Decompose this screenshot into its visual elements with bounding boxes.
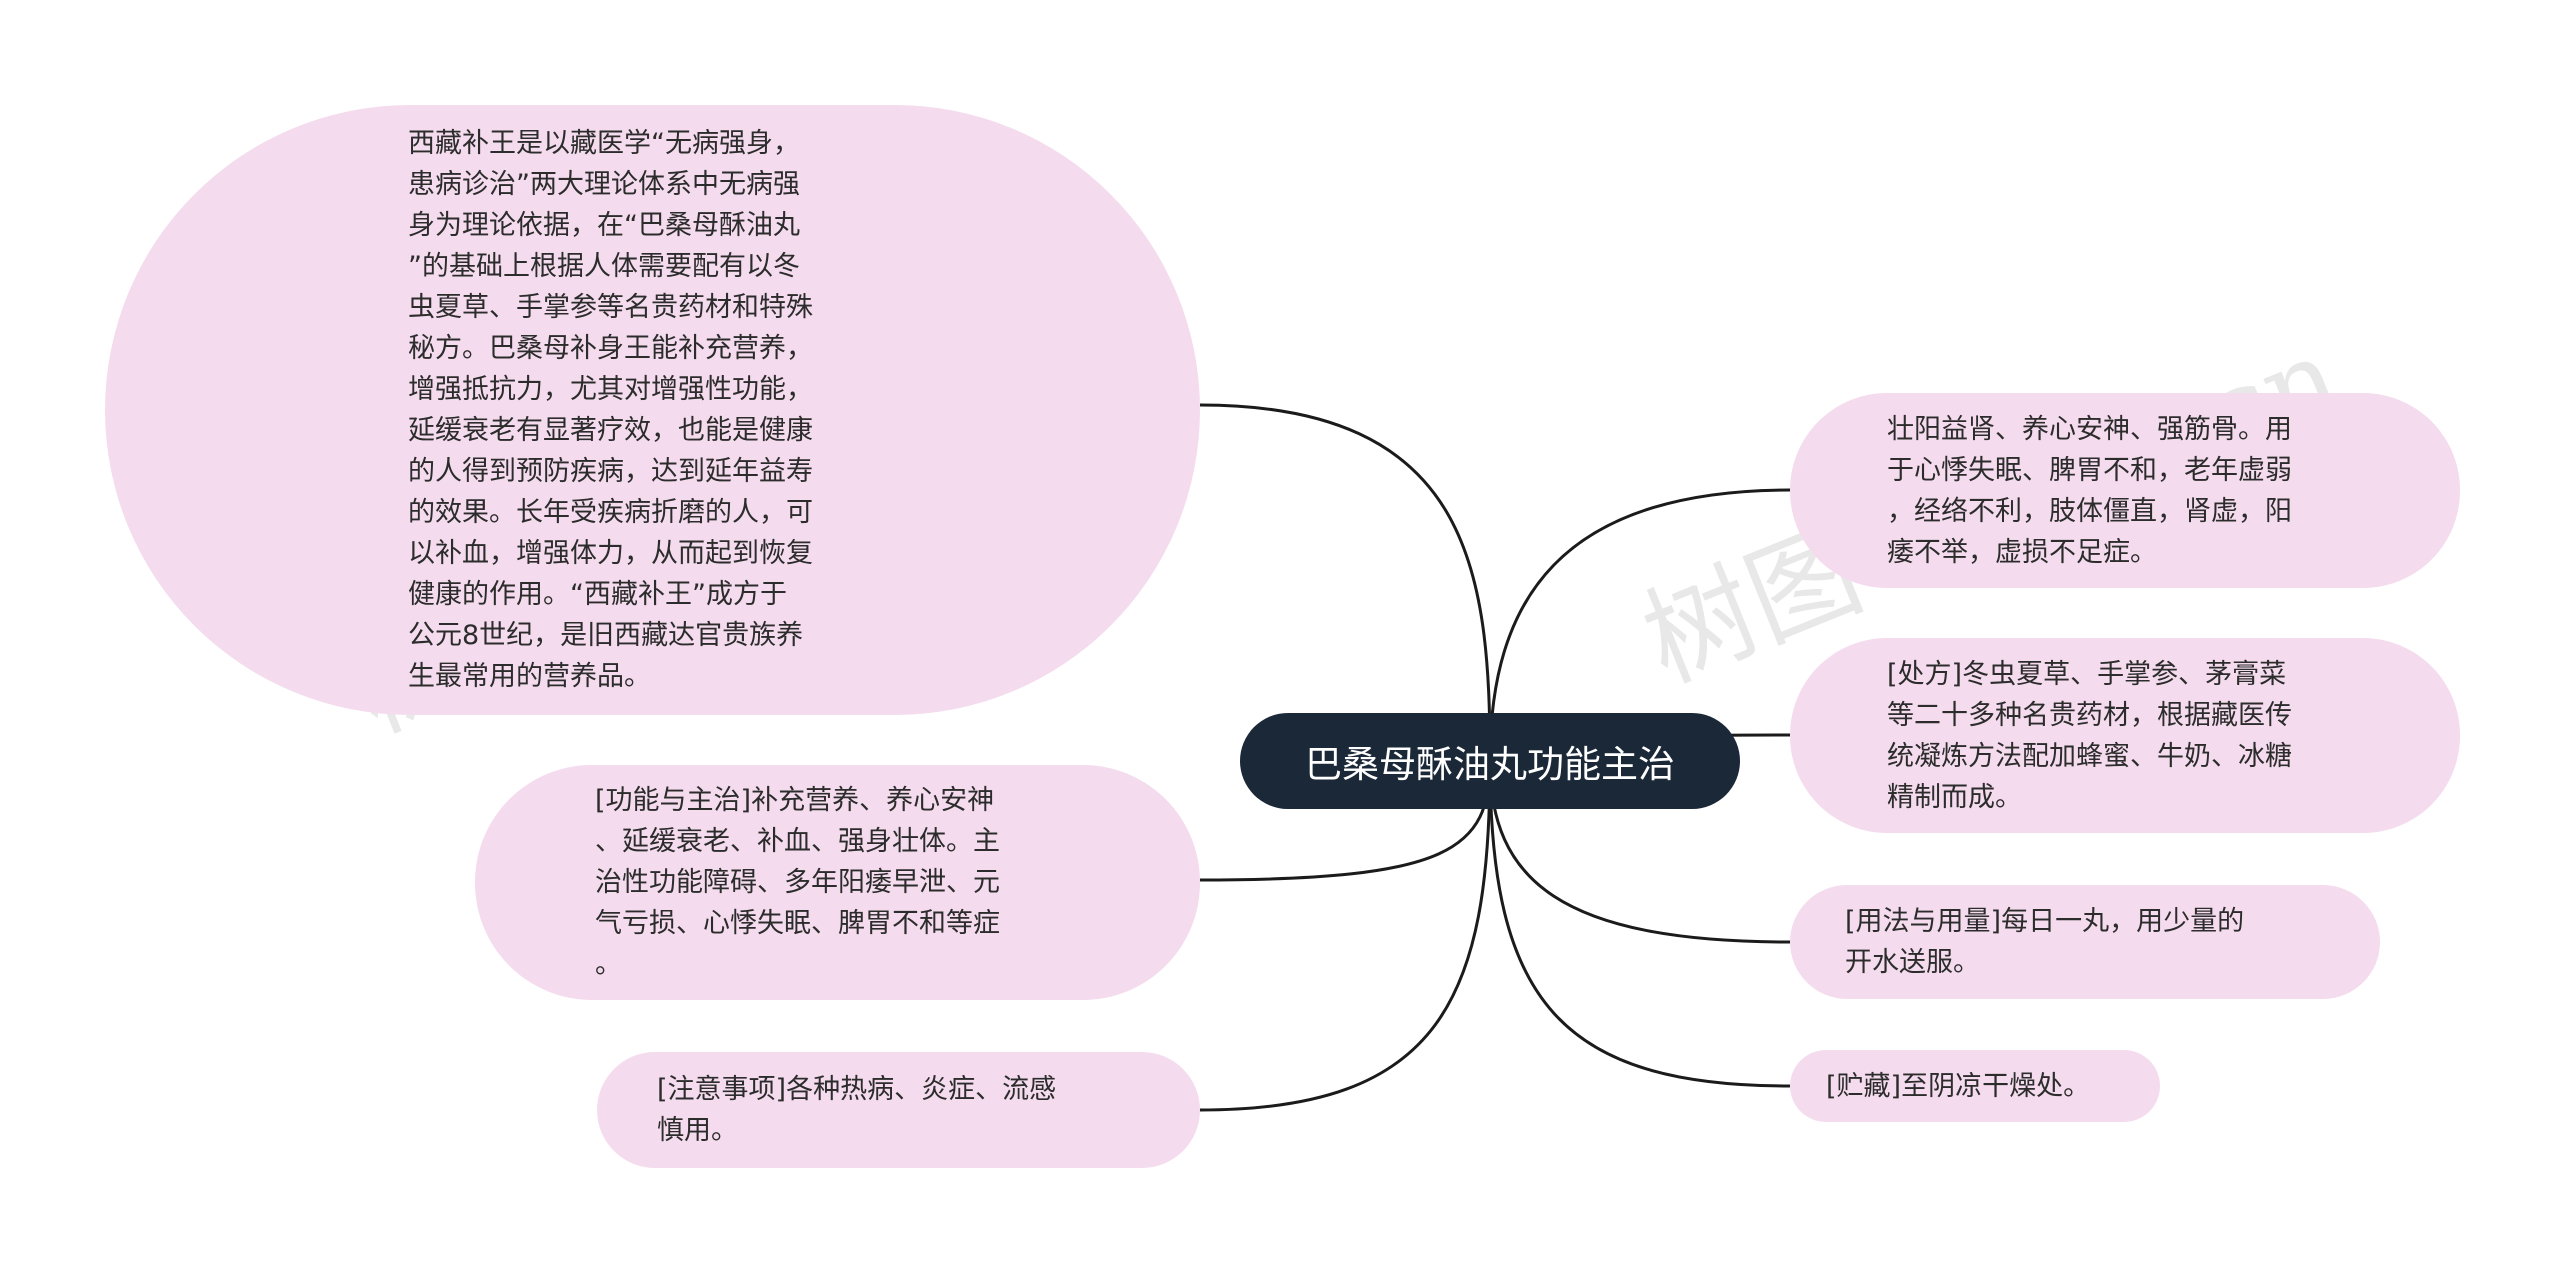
right-node-1[interactable]: 壮阳益肾、养心安神、强筋骨。用 于心悸失眠、脾胃不和，老年虚弱 ，经络不利，肢体…: [1790, 393, 2460, 588]
left-node-2-text: [功能与主治]补充营养、养心安神 、延缓衰老、补血、强身壮体。主 治性功能障碍、…: [595, 785, 1000, 980]
left-node-1-text: 西藏补王是以藏医学“无病强身， 患病诊治”两大理论体系中无病强 身为理论依据，在…: [408, 128, 813, 692]
right-node-3[interactable]: [用法与用量]每日一丸，用少量的 开水送服。: [1790, 885, 2380, 999]
right-node-2-text: [处方]冬虫夏草、手掌参、茅膏菜 等二十多种名贵药材，根据藏医传 统凝炼方法配加…: [1887, 658, 2292, 813]
left-node-1[interactable]: 西藏补王是以藏医学“无病强身， 患病诊治”两大理论体系中无病强 身为理论依据，在…: [105, 105, 1200, 715]
right-node-2[interactable]: [处方]冬虫夏草、手掌参、茅膏菜 等二十多种名贵药材，根据藏医传 统凝炼方法配加…: [1790, 638, 2460, 833]
connector-to-right-node-1: [1488, 488, 1791, 762]
right-node-4-text: [贮藏]至阴凉干燥处。: [1826, 1070, 2091, 1102]
left-node-3-text: [注意事项]各种热病、炎症、流感 慎用。: [657, 1074, 1057, 1146]
right-node-1-text: 壮阳益肾、养心安神、强筋骨。用 于心悸失眠、脾胃不和，老年虚弱 ，经络不利，肢体…: [1887, 413, 2292, 568]
right-node-3-text: [用法与用量]每日一丸，用少量的 开水送服。: [1845, 906, 2245, 978]
connector-to-left-node-3: [1199, 760, 1492, 1112]
root-topic[interactable]: 巴桑母酥油丸功能主治: [1240, 713, 1740, 809]
connector-to-right-node-4: [1488, 760, 1791, 1088]
right-node-4[interactable]: [贮藏]至阴凉干燥处。: [1790, 1050, 2160, 1122]
root-topic-label: 巴桑母酥油丸功能主治: [1305, 743, 1675, 786]
connector-to-left-node-1: [1199, 403, 1492, 762]
left-node-3[interactable]: [注意事项]各种热病、炎症、流感 慎用。: [597, 1052, 1200, 1168]
left-node-2[interactable]: [功能与主治]补充营养、养心安神 、延缓衰老、补血、强身壮体。主 治性功能障碍、…: [475, 765, 1200, 1000]
